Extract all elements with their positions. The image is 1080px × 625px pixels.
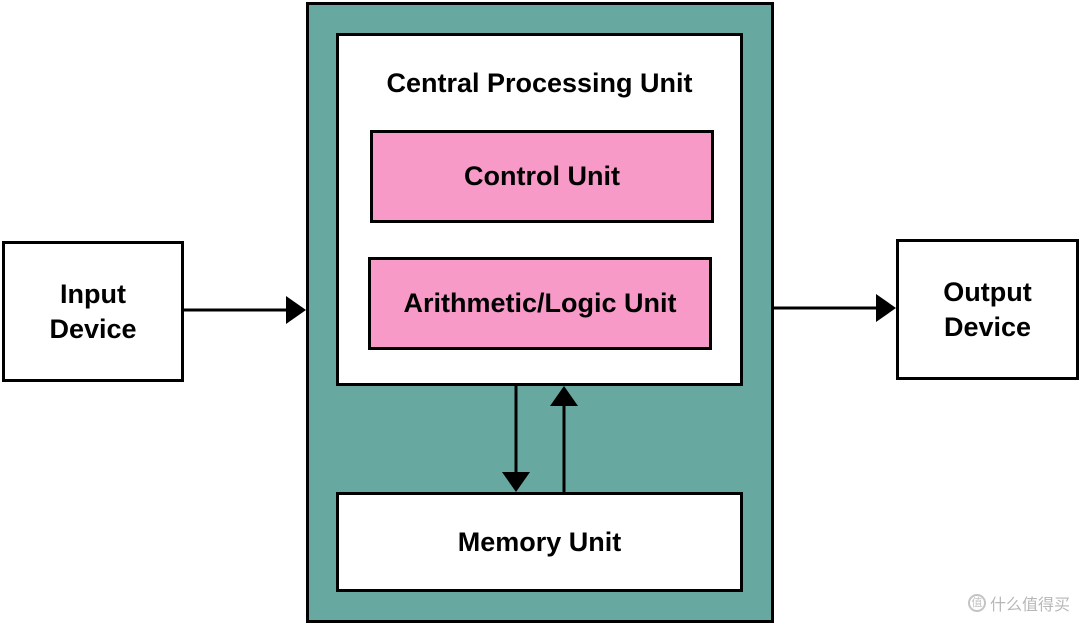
memory-unit-box: Memory Unit xyxy=(336,492,743,592)
watermark: 值 什么值得买 xyxy=(967,591,1070,615)
alu-label: Arithmetic/Logic Unit xyxy=(403,288,677,318)
input-to-cpu-arrow xyxy=(184,296,306,324)
cpu-to-output-arrow xyxy=(774,294,896,322)
output-device-box: Output Device xyxy=(896,239,1079,380)
cpu-to-memory-arrow xyxy=(502,386,530,492)
output-device-label-line-1: Output xyxy=(943,276,1032,307)
alu-box: Arithmetic/Logic Unit xyxy=(368,257,712,350)
watermark-logo-icon: 值 xyxy=(967,594,986,612)
control-unit-box: Control Unit xyxy=(370,130,714,223)
input-device-label-line-2: Device xyxy=(49,313,137,344)
output-device-label-line-2: Device xyxy=(943,311,1032,342)
memory-to-cpu-arrow xyxy=(550,386,578,492)
watermark-text: 什么值得买 xyxy=(989,595,1070,614)
cpu-title: Central Processing Unit xyxy=(386,68,693,98)
control-unit-label: Control Unit xyxy=(464,161,620,191)
memory-unit-label: Memory Unit xyxy=(457,526,622,557)
input-device-box: Input Device xyxy=(2,241,184,382)
input-device-label-line-1: Input xyxy=(60,278,126,309)
